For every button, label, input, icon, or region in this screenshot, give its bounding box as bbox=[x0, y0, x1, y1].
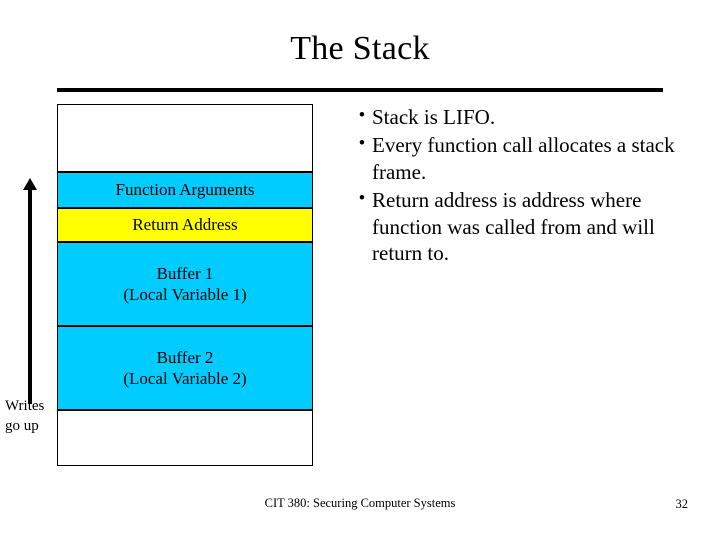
stack-cell-buffer-2-line-1: Buffer 2 bbox=[156, 347, 214, 367]
arrow-shaft-icon bbox=[28, 188, 32, 404]
page-title: The Stack bbox=[290, 30, 430, 67]
writes-go-up-label: Writes go up bbox=[5, 396, 61, 437]
bullet-item: • Stack is LIFO. bbox=[352, 104, 692, 130]
stack-cell-top-empty bbox=[57, 104, 313, 172]
writes-label-line2: go up bbox=[5, 418, 39, 435]
bullet-marker-icon: • bbox=[358, 105, 366, 126]
writes-label-line1: Writes bbox=[5, 398, 45, 414]
writes-direction-arrow-icon bbox=[22, 178, 38, 404]
bullet-item: • Every function call allocates a stack f… bbox=[352, 132, 692, 185]
bullet-marker-icon: • bbox=[358, 133, 366, 155]
stack-cell-buffer-1-line-2: (Local Variable 1) bbox=[123, 285, 247, 304]
bullet-list: • Stack is LIFO. • Every function call allo… bbox=[352, 104, 692, 269]
stack-cell-return-address: Return Address bbox=[57, 208, 313, 242]
page-number: 32 bbox=[675, 497, 689, 511]
bullet-text: Return address is address where function… bbox=[372, 188, 655, 266]
stack-cell-buffer-1-line-1: Buffer 1 bbox=[156, 263, 214, 283]
stack-cell-function-arguments-line-1: Function Arguments bbox=[115, 180, 255, 200]
bullet-text: Stack is LIFO. bbox=[372, 105, 496, 129]
bullet-marker-icon: • bbox=[358, 188, 366, 210]
stack-cell-return-address-line-1: Return Address bbox=[132, 215, 238, 235]
footer-text: CIT 380: Securing Computer Systems bbox=[264, 496, 456, 510]
stack-cell-function-arguments: Function Arguments bbox=[57, 172, 313, 208]
stack-cell-buffer-2: Buffer 2 (Local Variable 2) bbox=[57, 326, 313, 410]
arrow-head-icon bbox=[23, 178, 37, 190]
bullet-item: • Return address is address where functio… bbox=[352, 187, 692, 266]
stack-cell-buffer-1: Buffer 1 (Local Variable 1) bbox=[57, 242, 313, 326]
stack-cell-buffer-2-line-2: (Local Variable 2) bbox=[123, 369, 247, 388]
bullet-text: Every function call allocates a stack fr… bbox=[372, 133, 675, 184]
stack-cell-bottom-empty bbox=[57, 410, 313, 466]
title-divider bbox=[57, 88, 663, 92]
